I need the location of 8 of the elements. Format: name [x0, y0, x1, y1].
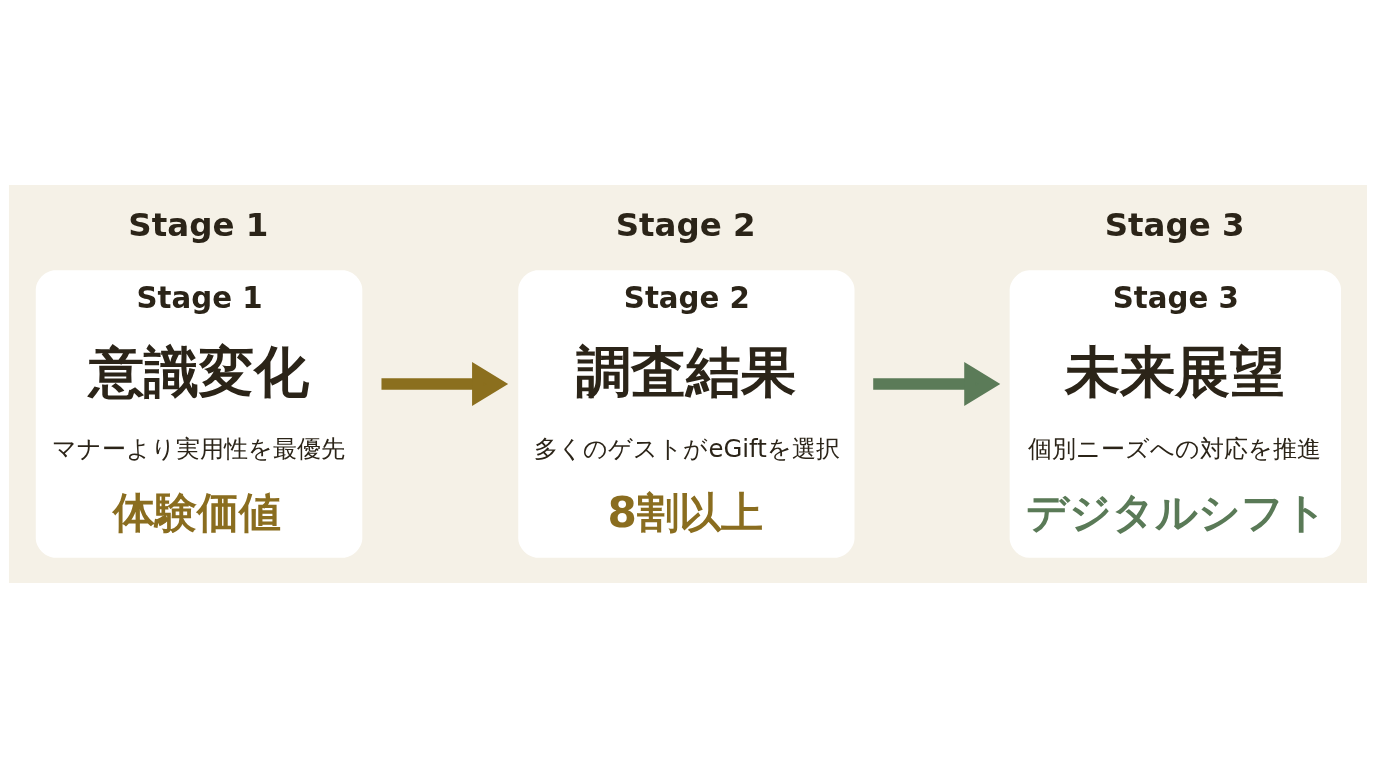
arrow — [381, 361, 509, 407]
node-label: Stage 1 — [128, 206, 269, 245]
arrow — [873, 361, 1001, 407]
node-box: Stage 3 未来展望 個別ニーズへの対応を推進 デジタルシフト — [1009, 270, 1342, 558]
node-label: Stage 2 — [615, 206, 756, 245]
node-label: Stage 3 — [1104, 206, 1245, 245]
node-box: Stage 2 調査結果 多くのゲストがeGiftを選択 8割以上 — [518, 270, 855, 558]
node-box: Stage 1 意識変化 マナーより実用性を最優先 体験価値 — [35, 270, 363, 558]
